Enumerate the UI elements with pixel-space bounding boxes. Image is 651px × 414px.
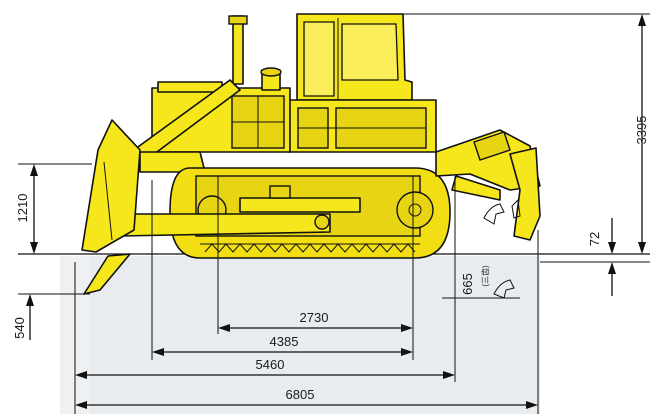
front-blade bbox=[81, 119, 141, 295]
rear-housing bbox=[287, 99, 437, 153]
base-length-label: 5460 bbox=[256, 357, 285, 372]
reference-lines bbox=[74, 176, 539, 414]
dim-track-length: 4385 bbox=[152, 334, 413, 356]
ripper-depth-note: (三齿) bbox=[481, 265, 490, 287]
exhaust-stack bbox=[228, 15, 248, 85]
track-assembly bbox=[169, 167, 451, 259]
dim-ground-clearance: 72 bbox=[540, 218, 650, 296]
dim-overall-length: 6805 bbox=[75, 387, 538, 409]
blade-lift-label: 1210 bbox=[15, 194, 30, 223]
dim-overall-height: 3395 bbox=[402, 13, 650, 254]
dim-digging-depth: 540 bbox=[12, 293, 90, 340]
overall-length-label: 6805 bbox=[286, 387, 315, 402]
engine-hood bbox=[151, 81, 291, 153]
cab bbox=[296, 13, 413, 101]
bulldozer-machine bbox=[81, 13, 541, 295]
ripper-depth-label: 665 bbox=[460, 273, 475, 295]
dim-blade-lift: 1210 bbox=[15, 163, 92, 254]
ripper-tooth-icon bbox=[483, 198, 521, 299]
dim-base-length: 5460 bbox=[75, 357, 455, 379]
overall-height-label: 3395 bbox=[634, 116, 649, 145]
ground-clearance-label: 72 bbox=[587, 232, 602, 246]
digging-depth-label: 540 bbox=[12, 317, 27, 339]
track-gauge-label: 2730 bbox=[300, 310, 329, 325]
air-cleaner bbox=[260, 67, 282, 91]
track-length-label: 4385 bbox=[270, 334, 299, 349]
rear-ripper bbox=[435, 129, 541, 241]
dim-track-gauge: 2730 bbox=[218, 310, 413, 332]
